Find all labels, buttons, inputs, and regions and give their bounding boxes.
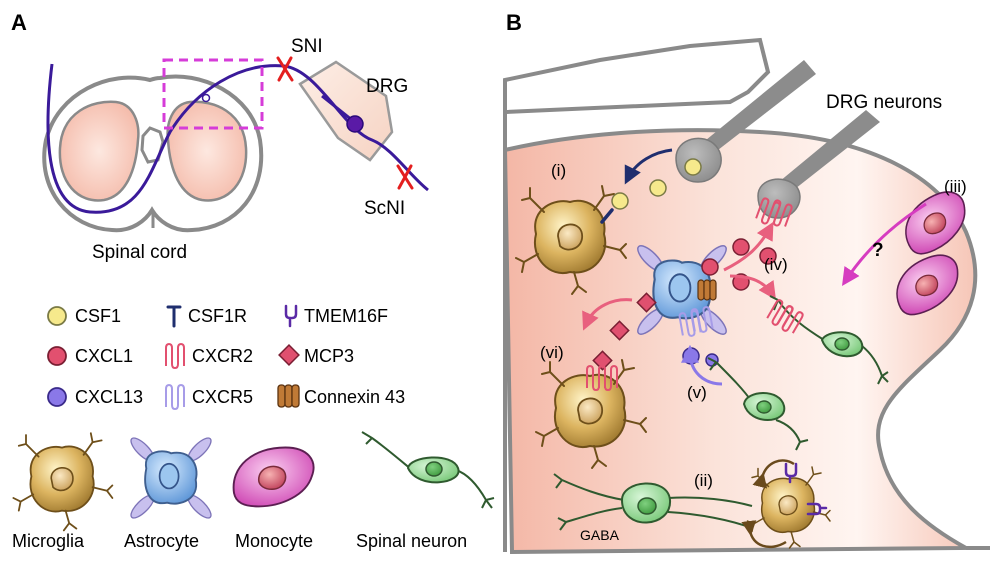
csf1r-icon bbox=[166, 305, 182, 328]
scni-cross-icon bbox=[396, 164, 414, 190]
inset-box bbox=[162, 58, 264, 130]
legend-cxcr5: CXCR5 bbox=[192, 387, 253, 407]
mcp3-molecule bbox=[609, 320, 630, 341]
cell-monocyte-label: Monocyte bbox=[235, 531, 313, 551]
csf1-molecule bbox=[684, 158, 702, 176]
legend-csf1r: CSF1R bbox=[188, 306, 247, 326]
drg-ganglion bbox=[298, 60, 394, 162]
legend: CSF1 CSF1R TMEM16F CXCL1 CXCR2 MCP3 CXCL… bbox=[47, 304, 405, 410]
drg-soma-icon bbox=[346, 115, 364, 133]
label-i: (i) bbox=[551, 161, 566, 180]
gaba-neuron bbox=[553, 473, 753, 531]
cxcl1-molecule bbox=[759, 247, 777, 265]
cxcl13-arrow bbox=[681, 344, 723, 386]
engulf-arrow-bottom bbox=[741, 520, 787, 549]
legend-mcp3: MCP3 bbox=[304, 346, 354, 366]
cell-microglia-label: Microglia bbox=[12, 531, 85, 551]
panel-b-letter: B bbox=[506, 10, 522, 35]
panel-a: A SNI DRG ScNI Spinal cord bbox=[11, 10, 429, 263]
cxcl1-arrow-up bbox=[723, 221, 774, 272]
gaba-label: GABA bbox=[580, 527, 620, 543]
legend-cxcl1: CXCL1 bbox=[75, 346, 133, 366]
drg-soma-stem bbox=[321, 94, 353, 122]
spinal-cord-label: Spinal cord bbox=[92, 242, 187, 263]
mcp3-icon bbox=[278, 344, 300, 366]
monocyte-arrow bbox=[842, 202, 927, 286]
mcp3-arrow bbox=[582, 298, 633, 331]
dorsal-root-entry bbox=[503, 37, 771, 115]
cell-type-legend: Microglia Astrocyte Monocyte Spinal neur… bbox=[12, 431, 495, 551]
drg-neurons-label: DRG neurons bbox=[826, 92, 942, 113]
legend-cxcl13: CXCL13 bbox=[75, 387, 143, 407]
microglia-icon bbox=[12, 432, 114, 532]
cxcr5-icon bbox=[165, 384, 185, 410]
csf1r-receptor bbox=[600, 208, 614, 224]
csf1-arrow bbox=[624, 148, 673, 185]
spinal-cord-section bbox=[42, 74, 264, 233]
cxcl1-icon bbox=[47, 346, 67, 366]
panel-b: B DRG neurons (i) bbox=[502, 10, 990, 555]
engulf-arrow-top bbox=[752, 459, 795, 489]
csf1-molecule bbox=[649, 179, 667, 197]
label-vi: (vi) bbox=[540, 343, 564, 362]
label-iii: (iii) bbox=[944, 177, 967, 196]
mcp3-molecule bbox=[636, 292, 657, 313]
csf1-molecule bbox=[611, 192, 629, 210]
legend-tmem16f: TMEM16F bbox=[304, 306, 388, 326]
tmem16f-icon bbox=[284, 304, 298, 328]
nerve-terminal-icon bbox=[201, 93, 211, 103]
monocyte-icon bbox=[232, 446, 315, 508]
dorsal-horn-tissue bbox=[502, 128, 978, 555]
cell-astrocyte-label: Astrocyte bbox=[124, 531, 199, 551]
cell-spinal-neuron-label: Spinal neuron bbox=[356, 531, 467, 551]
csf1-icon bbox=[47, 306, 67, 326]
connexin43-icon bbox=[277, 384, 300, 408]
question-mark: ? bbox=[872, 240, 884, 261]
cxcl1-molecule bbox=[701, 258, 719, 276]
cxcl13-icon bbox=[47, 387, 67, 407]
label-ii: (ii) bbox=[694, 471, 713, 490]
cxcl1-molecule bbox=[732, 238, 750, 256]
tmem16f-channel bbox=[784, 462, 828, 516]
spinal-neuron-iv bbox=[765, 295, 889, 385]
spinal-neuron-v bbox=[707, 357, 809, 451]
panel-a-letter: A bbox=[11, 10, 27, 35]
label-iv: (iv) bbox=[764, 255, 788, 274]
scni-label: ScNI bbox=[364, 198, 405, 219]
drg-label: DRG bbox=[366, 76, 408, 97]
legend-csf1: CSF1 bbox=[75, 306, 121, 326]
astrocyte-icon bbox=[126, 433, 216, 523]
spinal-neuron-icon bbox=[361, 431, 495, 509]
cxcl1-arrow-down bbox=[729, 274, 776, 300]
sni-label: SNI bbox=[291, 36, 323, 57]
legend-cxcr2: CXCR2 bbox=[192, 346, 253, 366]
connexin43-channel bbox=[697, 279, 717, 301]
mcp3-molecule bbox=[592, 350, 613, 371]
legend-connexin43: Connexin 43 bbox=[304, 387, 405, 407]
sensory-nerve-fiber bbox=[46, 63, 429, 214]
label-v: (v) bbox=[687, 383, 707, 402]
sni-cross-icon bbox=[276, 56, 294, 82]
cxcr2-icon bbox=[165, 343, 185, 369]
